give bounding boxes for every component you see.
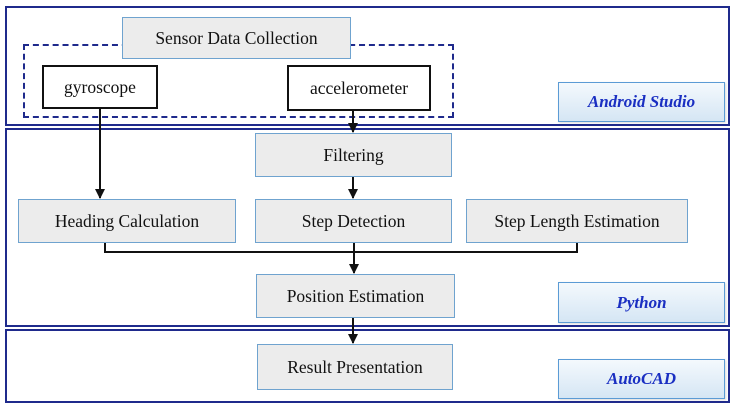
filtering-box: Filtering: [255, 133, 452, 177]
step-detection-box: Step Detection: [255, 199, 452, 243]
sensor-data-collection-box: Sensor Data Collection: [122, 17, 351, 59]
position-estimation-box: Position Estimation: [256, 274, 455, 318]
accelerometer-box: accelerometer: [287, 65, 431, 111]
android-studio-label: Android Studio: [558, 82, 725, 122]
python-label: Python: [558, 282, 725, 323]
heading-calculation-box: Heading Calculation: [18, 199, 236, 243]
step-length-estimation-box: Step Length Estimation: [466, 199, 688, 243]
result-presentation-box: Result Presentation: [257, 344, 453, 390]
gyroscope-box: gyroscope: [42, 65, 158, 109]
autocad-label: AutoCAD: [558, 359, 725, 399]
